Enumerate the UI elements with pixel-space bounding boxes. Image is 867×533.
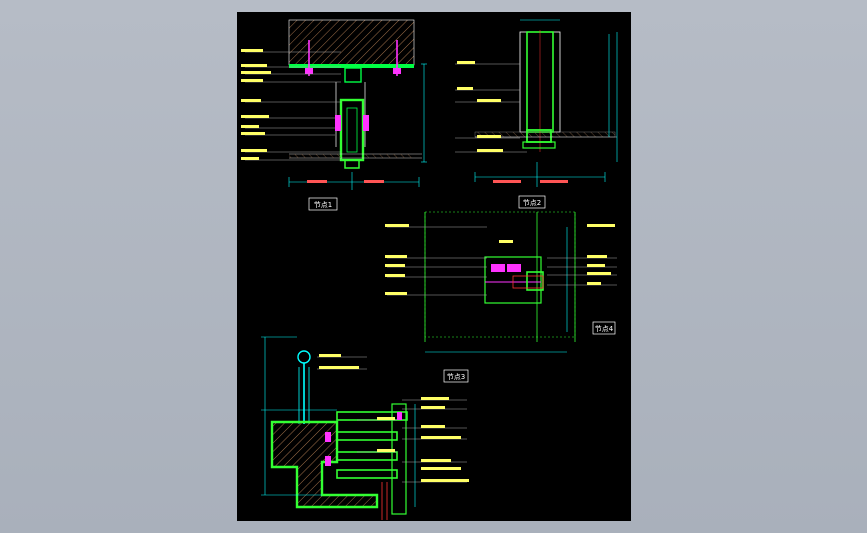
view-tag-top-right: 节点2 bbox=[523, 199, 541, 207]
drawing-sheet[interactable]: 节点1 bbox=[237, 12, 631, 521]
view-tag-middle-lower: 节点3 bbox=[447, 373, 465, 381]
detail-view-top-left: 节点1 bbox=[241, 19, 427, 211]
view-tag-middle: 节点4 bbox=[595, 325, 614, 333]
detail-view-bottom bbox=[261, 336, 469, 520]
view-tag-top-left: 节点1 bbox=[314, 201, 332, 209]
detail-view-middle: 节点4 节点3 bbox=[385, 211, 617, 383]
detail-view-top-right: 节点2 bbox=[455, 19, 618, 209]
cad-drawing: 节点1 bbox=[241, 19, 618, 520]
